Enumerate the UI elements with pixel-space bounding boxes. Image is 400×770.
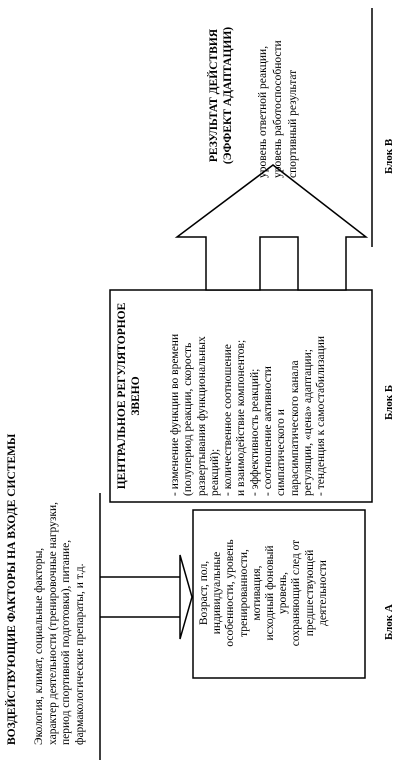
block-c-items: уровень ответной реакции, уровень работо… [257,40,299,178]
block-c-label: Блок В [383,138,395,174]
block-b-title: ЦЕНТРАЛЬНОЕ РЕГУЛЯТОРНОЕ ЗВЕНО [116,302,142,490]
input-factors-title: ВОЗДЕЙСТВУЮЩИЕ ФАКТОРЫ НА ВХОДЕ СИСТЕМЫ [6,433,18,745]
output-arrow [174,164,369,291]
block-c-title: РЕЗУЛЬТАТ ДЕЙСТВИЯ (ЭФФЕКТ АДАПТАЦИИ) [208,26,234,165]
input-arrow-head [179,554,193,640]
block-a-box [192,509,366,679]
block-a-label: Блок А [383,604,395,640]
block-b-box [109,289,373,503]
block-a-text: Возраст, пол, индивидуальные особенности… [198,539,329,647]
input-factors-list: Экология, климат, социальные факторы, ха… [33,501,86,745]
block-b-label: Блок Б [383,384,395,420]
block-b-items: - изменение функции во времени (полупери… [169,333,328,496]
